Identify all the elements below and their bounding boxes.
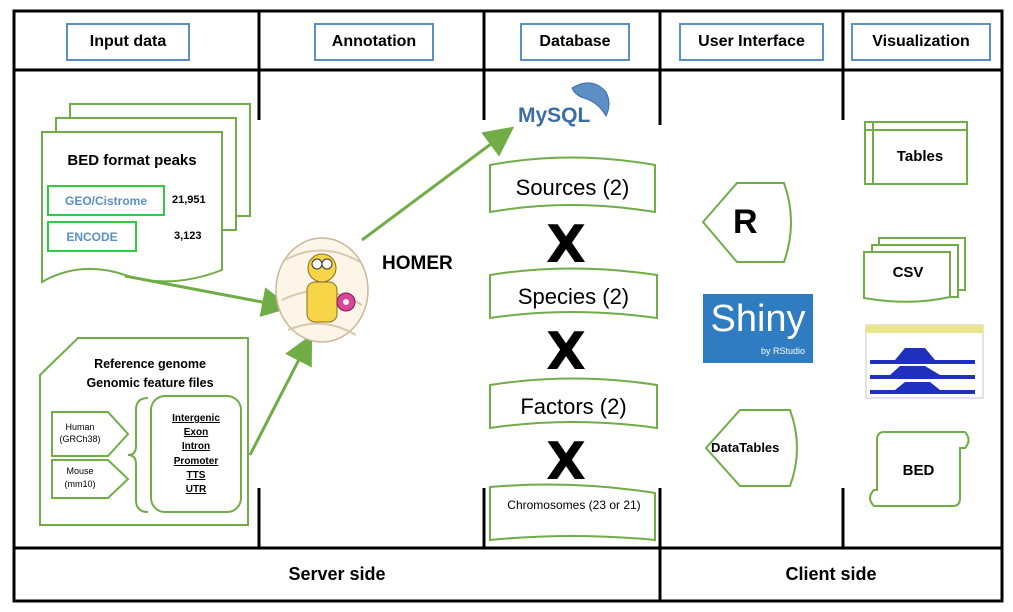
arrow-genome-to-homer xyxy=(248,333,313,456)
mysql-logo-text: MySQL xyxy=(518,104,591,127)
shiny-logo-text: Shiny xyxy=(710,298,806,340)
db-scrolls xyxy=(489,156,658,542)
mysql-dolphin-icon xyxy=(571,82,610,118)
mouse-genome-shape xyxy=(51,459,130,499)
bed-scroll-shape xyxy=(869,431,970,507)
outer-frame xyxy=(12,9,1004,603)
csv-label: CSV xyxy=(892,264,924,281)
source-encode-count: 3,123 xyxy=(174,230,202,242)
header-visualization: Visualization xyxy=(851,23,991,61)
source-geo-cistrome: GEO/Cistrome xyxy=(47,185,165,216)
header-user-interface-label: User Interface xyxy=(698,33,805,50)
db-dim-factors: Factors (2) xyxy=(520,394,627,419)
db-dim-chromosomes: Chromosomes (23 or 21) xyxy=(507,498,641,512)
source-encode: ENCODE xyxy=(47,221,137,252)
header-annotation: Annotation xyxy=(314,23,434,61)
genome-browser-screenshot xyxy=(865,324,984,399)
server-side-label: Server side xyxy=(288,564,386,584)
header-annotation-label: Annotation xyxy=(331,33,417,50)
times-icon-2: X xyxy=(546,322,587,382)
reference-genome-title: Reference genome xyxy=(94,357,206,371)
r-display-shape xyxy=(701,182,792,263)
human-genome-build: (GRCh38) xyxy=(59,434,101,444)
source-geo-count: 21,951 xyxy=(172,194,206,206)
datatables-shape xyxy=(704,409,798,487)
mouse-genome-build: (mm10) xyxy=(64,479,96,489)
db-dim-sources: Sources (2) xyxy=(515,175,630,200)
arrow-bed-to-homer xyxy=(124,274,292,317)
bed-peaks-title: BED format peaks xyxy=(67,152,197,169)
client-side-label: Client side xyxy=(785,564,877,584)
header-input-data-label: Input data xyxy=(89,33,167,50)
mouse-genome-name: Mouse xyxy=(66,466,94,476)
arrow-homer-to-mysql xyxy=(361,126,515,242)
homer-label: HOMER xyxy=(382,253,453,274)
feature-promoter: Promoter xyxy=(173,456,219,467)
tables-label: Tables xyxy=(896,148,944,165)
genomic-feature-files-title: Genomic feature files xyxy=(86,376,214,390)
human-genome-shape xyxy=(51,411,130,457)
db-dim-species: Species (2) xyxy=(517,284,630,309)
r-label: R xyxy=(733,203,758,241)
feature-utr: UTR xyxy=(185,484,207,495)
tables-shape xyxy=(864,121,968,185)
feature-intergenic: Intergenic xyxy=(172,413,220,424)
header-visualization-label: Visualization xyxy=(872,33,970,50)
feature-brace xyxy=(127,397,149,513)
feature-exon: Exon xyxy=(183,427,209,438)
header-user-interface: User Interface xyxy=(679,23,824,61)
feature-intron: Intron xyxy=(181,441,211,452)
csv-document xyxy=(863,237,966,303)
header-input-data: Input data xyxy=(66,23,190,61)
feature-files-box xyxy=(150,395,242,513)
shiny-logo-subtext: by RStudio xyxy=(760,346,805,356)
human-genome-name: Human xyxy=(65,422,95,432)
times-icon-1: X xyxy=(546,215,587,275)
source-encode-label: ENCODE xyxy=(66,229,118,244)
bed-label: BED xyxy=(902,462,935,479)
shiny-logo-bg xyxy=(703,294,813,363)
header-database-label: Database xyxy=(539,33,611,50)
feature-tts: TTS xyxy=(186,470,206,481)
times-icon-3: X xyxy=(546,432,587,492)
datatables-label: DataTables xyxy=(711,440,780,455)
homer-mascot-image xyxy=(275,237,369,343)
source-geo-label: GEO/Cistrome xyxy=(64,193,148,208)
header-database: Database xyxy=(520,23,630,61)
